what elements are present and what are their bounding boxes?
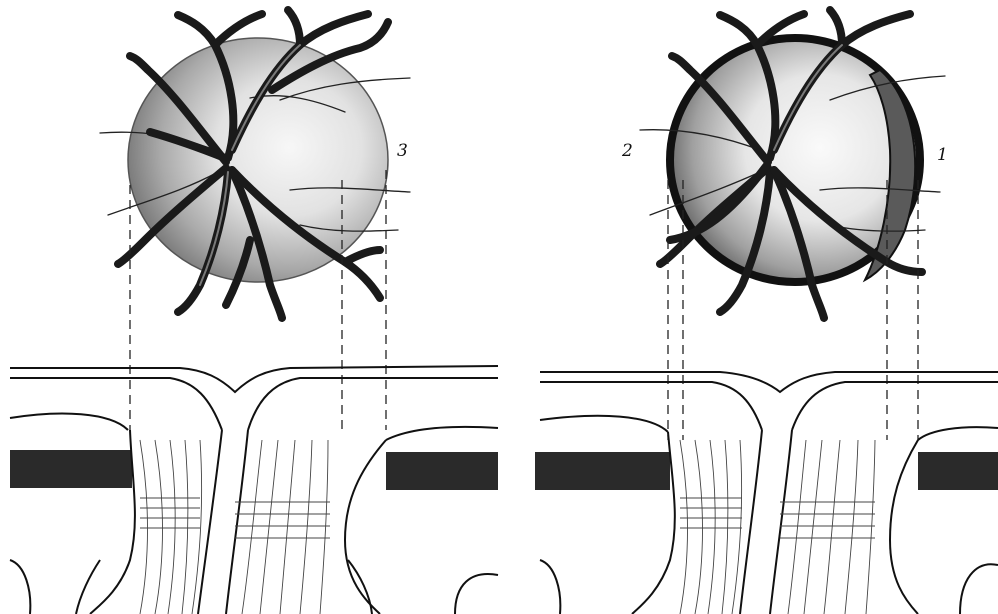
right-figure: 2 1 [535,10,998,614]
left-figure: 3 [10,10,498,614]
right-cross-section [535,372,998,614]
label-1: 1 [937,145,948,165]
left-optic-disc [100,38,410,282]
label-3: 3 [397,141,408,161]
left-cross-section [10,366,498,614]
label-2: 2 [621,141,633,161]
